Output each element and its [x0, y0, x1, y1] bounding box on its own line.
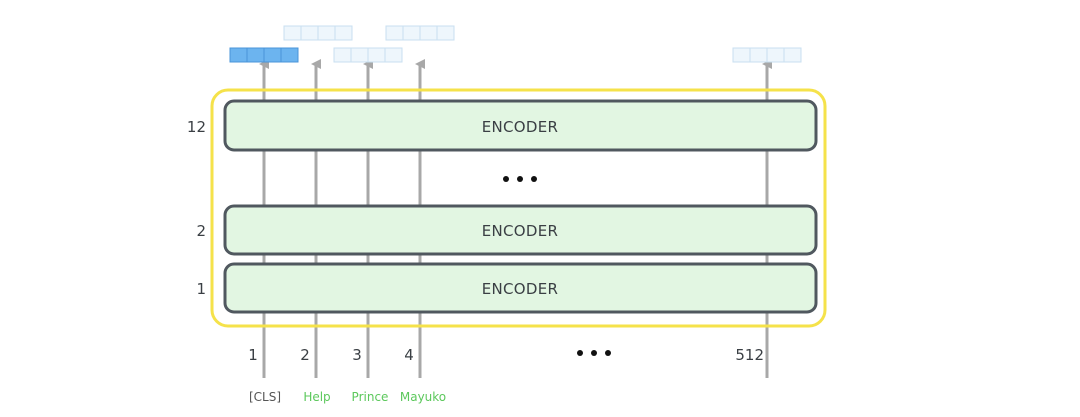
vector-cell — [367, 47, 386, 63]
position-label-bg — [731, 342, 765, 364]
position-label-bg — [348, 342, 366, 364]
vector-cell — [783, 47, 802, 63]
layer-number: 1 — [196, 280, 206, 298]
ellipsis-horizontal-gap — [577, 350, 611, 356]
encoder-stack-frame — [210, 88, 827, 328]
token-prince: Prince — [352, 390, 389, 404]
vector-cell — [766, 47, 785, 63]
vector-cell — [300, 25, 319, 41]
layer-number: 12 — [187, 118, 206, 136]
vector-cell — [749, 47, 768, 63]
vector-cell — [263, 47, 282, 63]
position-labels: 1 2 3 4 512 — [244, 342, 765, 364]
encoder-label: ENCODER — [482, 280, 559, 298]
encoder-box — [223, 204, 818, 256]
output-vector-2 — [283, 25, 353, 41]
ellipsis-dot — [591, 350, 597, 356]
encoder-layer-2: ENCODER 2 — [196, 204, 818, 256]
encoder-box — [223, 262, 818, 314]
input-tokens: [CLS] Help Prince Mayuko — [249, 390, 446, 404]
vector-cell — [402, 25, 421, 41]
ellipsis-dot — [503, 176, 509, 182]
output-arrows — [259, 59, 772, 100]
position-label-bg — [400, 342, 418, 364]
position-label-bg — [296, 342, 314, 364]
vector-cell — [246, 47, 265, 63]
ellipsis-dot — [517, 176, 523, 182]
position-label-512: 512 — [735, 346, 764, 364]
encoder-label: ENCODER — [482, 118, 559, 136]
vector-cell — [333, 47, 352, 63]
encoder-box — [223, 99, 818, 152]
encoder-label: ENCODER — [482, 222, 559, 240]
vector-cell — [436, 25, 455, 41]
encoder-layer-12: ENCODER 12 — [187, 99, 818, 152]
encoder-layer-1: ENCODER 1 — [196, 262, 818, 314]
output-vector-3 — [333, 47, 403, 63]
position-label-bg — [244, 342, 262, 364]
vector-cell — [334, 25, 353, 41]
position-label-1: 1 — [248, 346, 258, 364]
position-label-3: 3 — [352, 346, 362, 364]
layer-number: 2 — [196, 222, 206, 240]
vector-cell — [385, 25, 404, 41]
vector-cell — [317, 25, 336, 41]
token-mayuko: Mayuko — [400, 390, 446, 404]
vector-cell — [384, 47, 403, 63]
ellipsis-vertical-gap — [503, 176, 537, 182]
output-vector-cls — [229, 47, 299, 63]
vector-cell — [229, 47, 248, 63]
vector-cell — [419, 25, 438, 41]
vector-cell — [350, 47, 369, 63]
output-vector-4 — [385, 25, 455, 41]
ellipsis-dot — [605, 350, 611, 356]
output-vector-512 — [732, 47, 802, 63]
vector-cell — [280, 47, 299, 63]
ellipsis-dot — [577, 350, 583, 356]
vector-cell — [283, 25, 302, 41]
token-help: Help — [303, 390, 330, 404]
token-cls: [CLS] — [249, 390, 281, 404]
ellipsis-dot — [531, 176, 537, 182]
vector-cell — [732, 47, 751, 63]
position-label-4: 4 — [404, 346, 414, 364]
position-label-2: 2 — [300, 346, 310, 364]
